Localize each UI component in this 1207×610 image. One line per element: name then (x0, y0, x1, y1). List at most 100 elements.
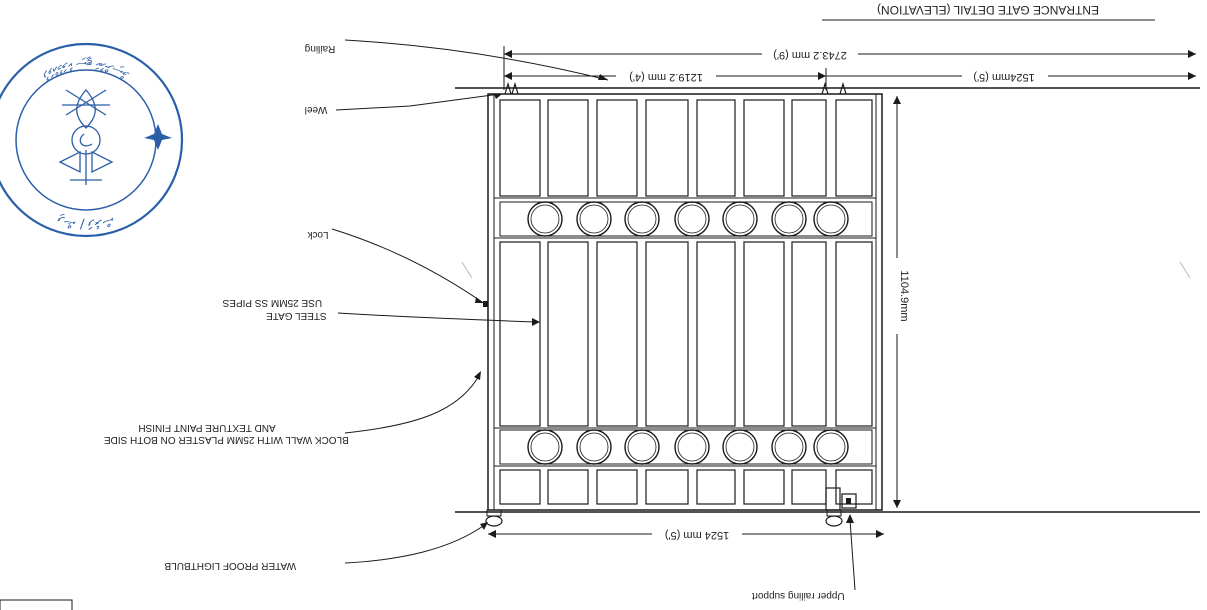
middle-bar-row (499, 241, 873, 427)
callout-wheel: Weel (305, 93, 502, 115)
callout-steel-gate: USE 25MM SS PIPES STEEL GATE (222, 297, 540, 326)
label-railing: Railing (305, 43, 336, 54)
top-bar (645, 99, 689, 197)
ring (576, 201, 612, 237)
label-block-wall-line2: AND TEXTURE PAINT FINISH (138, 422, 275, 433)
ring-inner (725, 432, 755, 462)
callout-lightbulb: WATER PROOF LIGHTBULB (164, 522, 488, 571)
ring (527, 429, 563, 465)
top-bar-row (499, 99, 873, 197)
ring-inner (725, 204, 755, 234)
top-bar (791, 99, 827, 197)
bottom-bar (791, 469, 827, 505)
middle-bar (645, 241, 689, 427)
middle-bar (499, 241, 541, 427)
dim-gate-height-label: 1104.9mm (898, 270, 910, 321)
top-bar (547, 99, 589, 197)
ring-band-frame (499, 429, 873, 465)
middle-bar (547, 241, 589, 427)
dimension-right-segment: 1524mm (5') (826, 69, 1196, 83)
ring (813, 201, 849, 237)
top-bar (596, 99, 638, 197)
ring-inner (627, 204, 657, 234)
ring-inner (774, 204, 804, 234)
corner-box (0, 599, 73, 610)
callout-block-wall: AND TEXTURE PAINT FINISH BLOCK WALL WITH… (104, 371, 481, 445)
dimension-gate-width: 1524 mm (5') (488, 527, 884, 541)
ring (813, 429, 849, 465)
lock-mark (483, 301, 488, 307)
label-lightbulb: WATER PROOF LIGHTBULB (164, 560, 296, 571)
label-lock: Lock (306, 229, 328, 240)
stamp-text-top: ފިޝް / ފަރެސް (55, 211, 115, 231)
ring-inner (677, 432, 707, 462)
upper-railing-support-block (825, 487, 857, 511)
ring (624, 201, 660, 237)
top-bar (499, 99, 541, 197)
label-upper-support: Upper railing support (752, 590, 845, 601)
dimension-top-segment: 1219.2 mm (4') (504, 68, 827, 90)
bottom-bar-row (499, 469, 873, 505)
top-wheel-right (821, 81, 847, 95)
middle-bar (791, 241, 827, 427)
ring-inner (816, 204, 846, 234)
label-steel-gate-line2: USE 25MM SS PIPES (222, 297, 322, 308)
bottom-bar (835, 469, 873, 505)
ring (771, 201, 807, 237)
label-block-wall-line1: BLOCK WALL WITH 25MM PLASTER ON BOTH SID… (104, 434, 349, 445)
drawing-title: ENTRANCE GATE DETAIL (ELEVATION) (877, 3, 1099, 17)
dim-top-segment-label: 1219.2 mm (4') (629, 71, 703, 83)
official-stamp: ފިޝް / ފަރެސް ފުވައްމުލަކު ސިޓީ ކައުންސި… (0, 42, 184, 238)
middle-bar (835, 241, 873, 427)
ring-inner (579, 204, 609, 234)
bottom-bar (743, 469, 785, 505)
ring (771, 429, 807, 465)
upper-ring-row (499, 201, 873, 237)
stamp-text-bottom: ފުވައްމުލަކު ސިޓީ ކައުންސިލް (40, 56, 131, 83)
bottom-bar (547, 469, 589, 505)
middle-bar (696, 241, 736, 427)
bottom-bar (696, 469, 736, 505)
callout-railing: Railing (305, 39, 609, 81)
dim-overall-label: 2743.2 mm (9') (773, 49, 847, 61)
lower-ring-row (499, 429, 873, 465)
middle-bar (743, 241, 785, 427)
gate-frame (487, 93, 883, 511)
stamp-emblem (58, 89, 114, 185)
ring (722, 201, 758, 237)
wall-hatch-left (461, 261, 473, 279)
label-steel-gate-line1: STEEL GATE (266, 310, 327, 321)
dim-gate-width-label: 1524 mm (5') (665, 529, 729, 541)
ring-inner (579, 432, 609, 462)
ring-band-frame (499, 201, 873, 237)
wall-hatch-right (1179, 261, 1191, 279)
dim-right-segment-label: 1524mm (5') (973, 71, 1034, 83)
ring (674, 429, 710, 465)
dimension-overall-width: 2743.2 mm (9') (503, 46, 1196, 90)
ring (527, 201, 563, 237)
ring-inner (816, 432, 846, 462)
bottom-bar (499, 469, 541, 505)
ring (674, 201, 710, 237)
ring (722, 429, 758, 465)
top-bar (696, 99, 736, 197)
callout-lock: Lock (306, 228, 484, 303)
bottom-bar (596, 469, 638, 505)
top-wheel-left (504, 81, 519, 95)
ring-inner (530, 432, 560, 462)
bottom-wheel-left (485, 509, 503, 527)
ring-inner (677, 204, 707, 234)
ring-inner (627, 432, 657, 462)
ring-inner (530, 204, 560, 234)
top-bar (835, 99, 873, 197)
dimension-gate-height: 1104.9mm (890, 96, 910, 508)
top-bar (743, 99, 785, 197)
ring-inner (774, 432, 804, 462)
label-wheel: Weel (305, 104, 328, 115)
middle-bar (596, 241, 638, 427)
callout-upper-support: Upper railing support (752, 514, 856, 601)
ring (624, 429, 660, 465)
bottom-bar (645, 469, 689, 505)
